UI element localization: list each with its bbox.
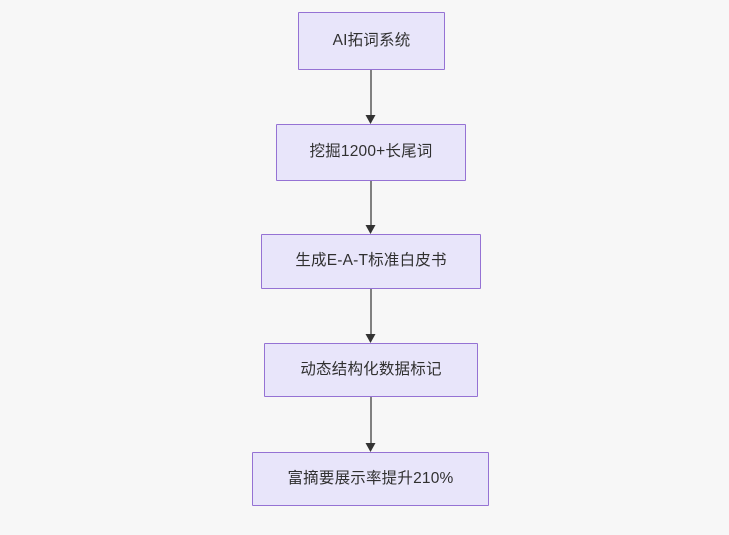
arrowhead-icon <box>365 115 376 124</box>
flow-node-label: 生成E-A-T标准白皮书 <box>295 252 447 270</box>
flow-node-label: 动态结构化数据标记 <box>300 360 442 378</box>
flow-node-label: 富摘要展示率提升210% <box>287 469 454 487</box>
arrowhead-icon <box>365 443 376 452</box>
flow-node-rich-snippet-impression-lift[interactable]: 富摘要展示率提升210% <box>252 452 489 506</box>
flow-node-mine-longtail-keywords[interactable]: 挖掘1200+长尾词 <box>276 124 466 181</box>
flow-node-dynamic-structured-data-markup[interactable]: 动态结构化数据标记 <box>264 343 478 397</box>
edge-line <box>370 397 372 444</box>
edge-line <box>370 181 372 226</box>
flow-node-label: 挖掘1200+长尾词 <box>309 143 433 161</box>
flow-node-generate-eat-whitepaper[interactable]: 生成E-A-T标准白皮书 <box>261 234 481 289</box>
arrowhead-icon <box>365 225 376 234</box>
flow-node-ai-keyword-system[interactable]: AI拓词系统 <box>298 12 445 70</box>
edge-line <box>370 289 372 335</box>
arrowhead-icon <box>365 334 376 343</box>
edge-line <box>370 70 372 116</box>
flow-node-label: AI拓词系统 <box>332 31 411 49</box>
